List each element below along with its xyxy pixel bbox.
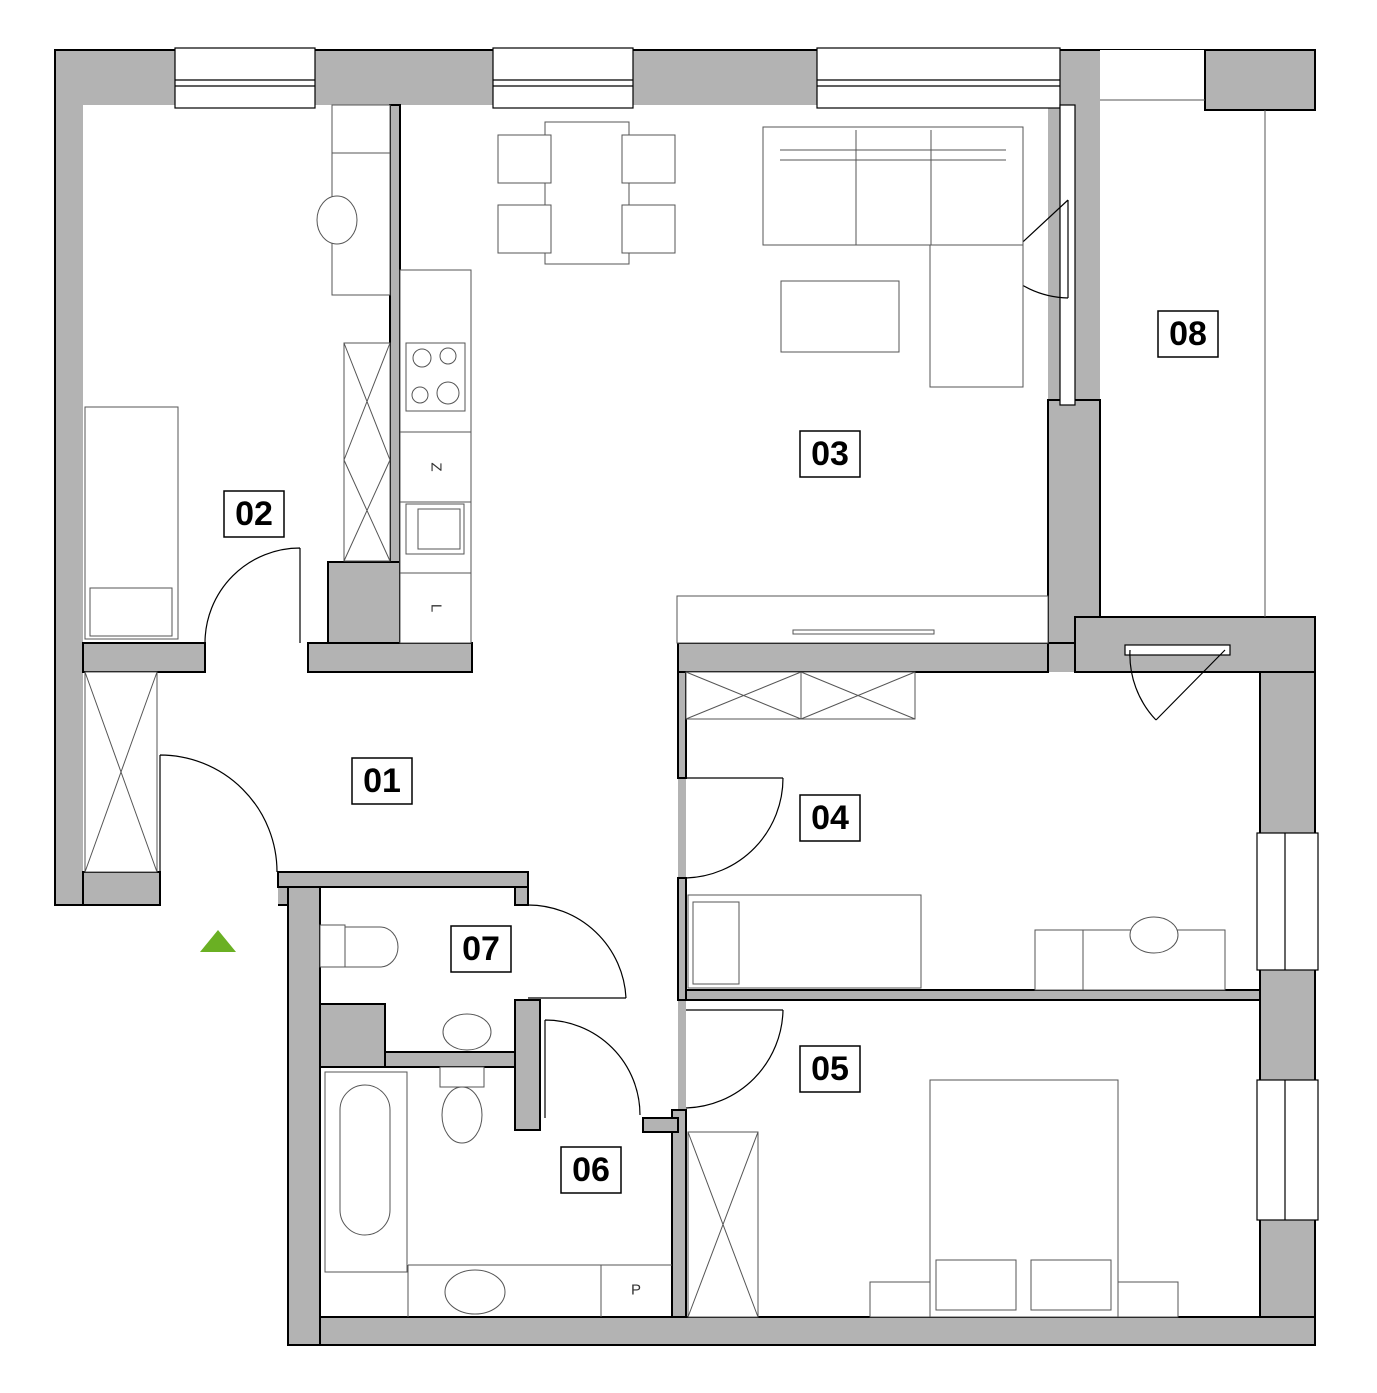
room-label-08: 08 xyxy=(1157,310,1219,358)
svg-text:04: 04 xyxy=(811,799,849,837)
room-label-02: 02 xyxy=(223,490,285,538)
interior-walls xyxy=(82,104,1316,1346)
fridge-mark: Z xyxy=(428,462,445,471)
room-label-01: 01 xyxy=(351,757,413,805)
svg-text:05: 05 xyxy=(811,1050,849,1088)
entrance-triangle-icon xyxy=(200,930,236,952)
room-label-04: 04 xyxy=(799,794,861,842)
washer-mark: P xyxy=(631,1282,641,1299)
svg-text:02: 02 xyxy=(235,495,273,533)
svg-text:08: 08 xyxy=(1169,315,1207,353)
dishwasher-mark: L xyxy=(428,604,445,612)
room-label-06: 06 xyxy=(560,1146,622,1194)
svg-text:06: 06 xyxy=(572,1151,610,1189)
svg-text:01: 01 xyxy=(363,762,401,800)
room-label-05: 05 xyxy=(799,1045,861,1093)
room-label-03: 03 xyxy=(799,430,861,478)
windows xyxy=(174,47,1319,1221)
svg-text:03: 03 xyxy=(811,435,849,473)
svg-text:07: 07 xyxy=(462,930,500,968)
room-label-07: 07 xyxy=(450,925,512,973)
furniture xyxy=(84,99,1266,1318)
